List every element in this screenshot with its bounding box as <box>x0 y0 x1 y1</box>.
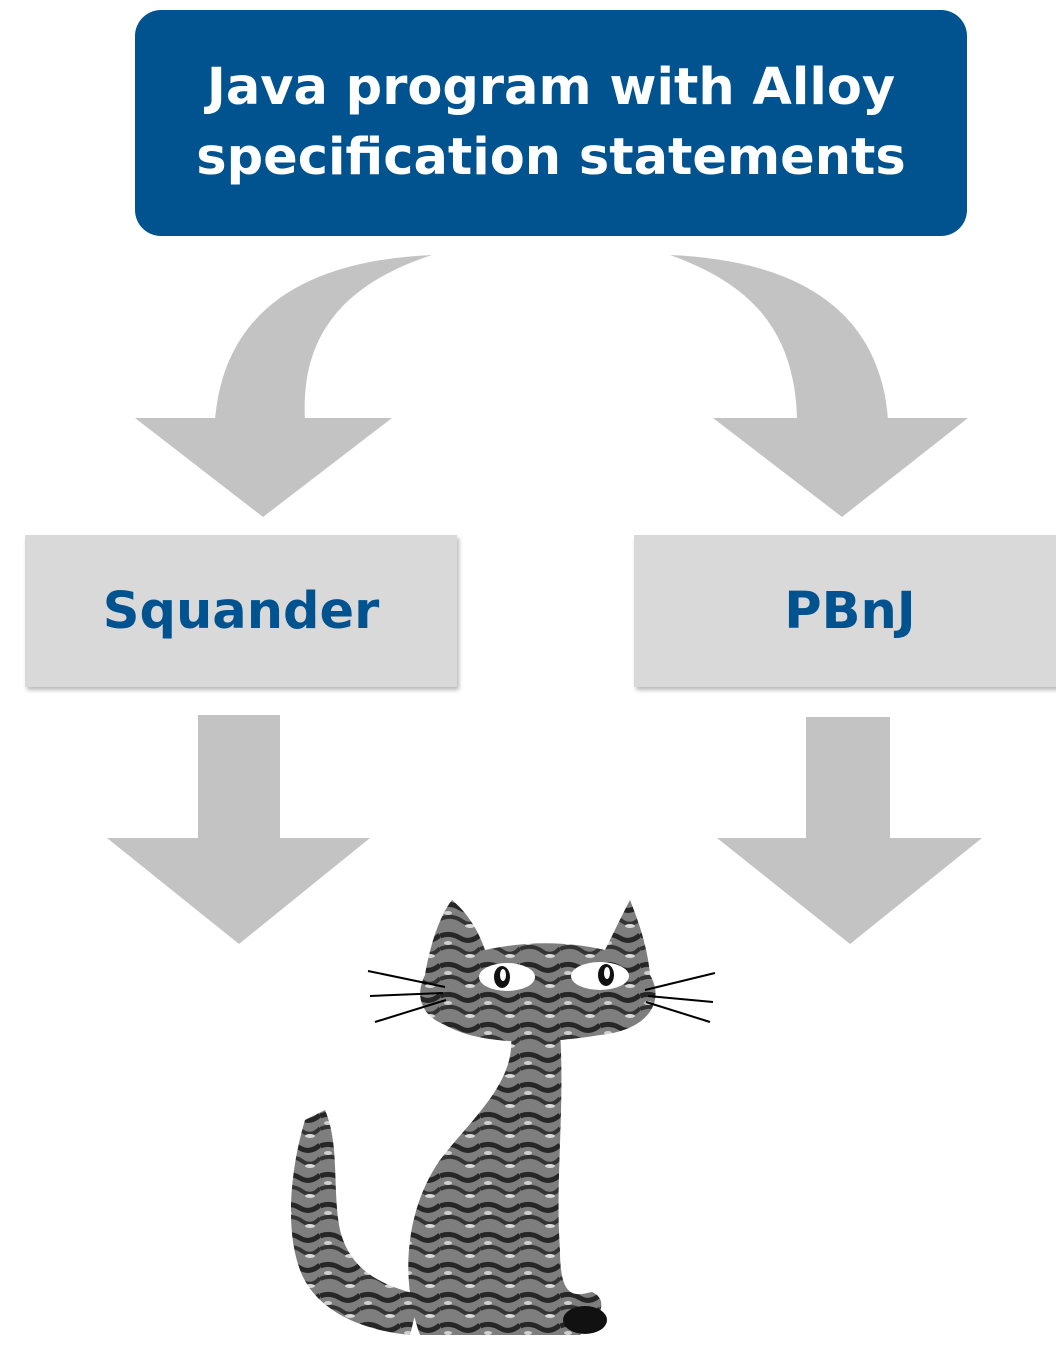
squander-box: Squander <box>25 535 457 687</box>
pbnj-box: PBnJ <box>634 535 1056 687</box>
curved-arrow-left <box>135 255 432 517</box>
top-box-line2: specification statements <box>196 128 906 187</box>
down-arrow-left <box>107 715 370 944</box>
java-program-box: Java program with Alloy specification st… <box>135 10 967 236</box>
top-box-line1: Java program with Alloy <box>206 58 896 117</box>
down-arrow-right <box>717 717 982 944</box>
squander-label: Squander <box>102 581 380 641</box>
cat-icon <box>290 900 716 1335</box>
curved-arrow-right <box>670 255 968 517</box>
pbnj-label: PBnJ <box>784 581 916 641</box>
